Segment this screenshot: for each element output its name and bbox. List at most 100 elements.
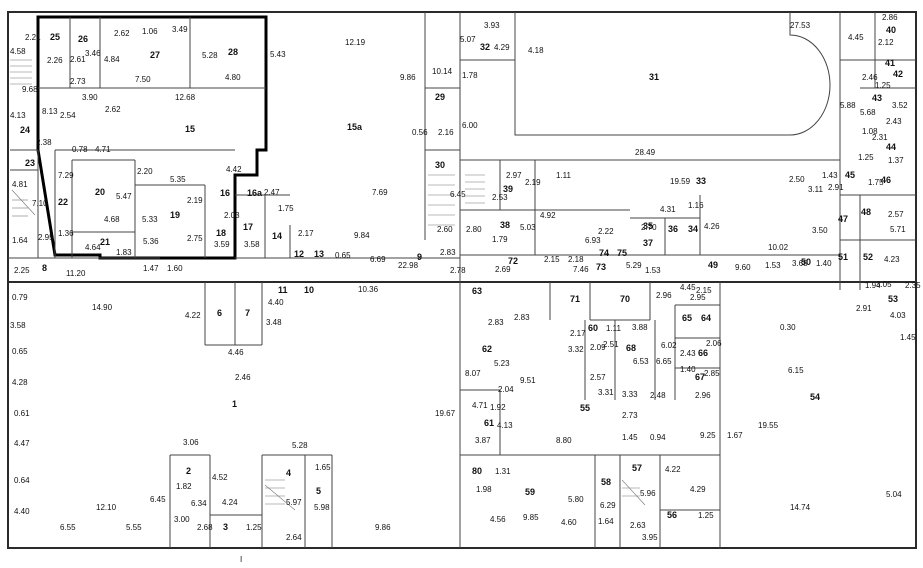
dimension-label: 1.40: [680, 365, 696, 374]
room-label-54: 54: [810, 392, 820, 402]
dimension-label: 4.52: [212, 473, 228, 482]
dimension-label: 1.65: [315, 463, 331, 472]
dimension-label: 1.43: [822, 171, 838, 180]
dimension-label: 4.81: [12, 180, 28, 189]
dimension-label: 2.75: [187, 234, 203, 243]
room-label-68: 68: [626, 343, 636, 353]
room-label-49: 49: [708, 260, 718, 270]
dimension-label: 1.16: [688, 201, 704, 210]
dimension-label: 2.70: [641, 223, 657, 232]
dimension-label: 2.47: [264, 188, 280, 197]
room-label-25: 25: [50, 32, 60, 42]
dimension-label: 2.25: [14, 266, 30, 275]
dimension-label: 2.51: [603, 340, 619, 349]
dimension-label: 4.45: [848, 33, 864, 42]
room-label-26: 26: [78, 34, 88, 44]
room-label-55: 55: [580, 403, 590, 413]
dimension-label: 1.67: [727, 431, 743, 440]
room-label-18: 18: [216, 228, 226, 238]
dimension-label: 3.93: [484, 21, 500, 30]
dimension-label: 3.46: [85, 49, 101, 58]
dimension-label: 6.45: [450, 190, 466, 199]
dimension-label: 5.33: [142, 215, 158, 224]
stairs-group: [10, 59, 646, 511]
room-label-62: 62: [482, 344, 492, 354]
dimension-label: 4.92: [540, 211, 556, 220]
dimension-label: 3.95: [642, 533, 658, 542]
dimension-label: 7.10: [32, 199, 48, 208]
dimension-label: 7.69: [372, 188, 388, 197]
dimension-label: 0.78: [72, 145, 88, 154]
dimension-label: 6.00: [462, 121, 478, 130]
room-labels: 25 26 27 28 15 15a 24 23 22 20 21 19 16 …: [20, 25, 903, 532]
dimension-label: 2.95: [38, 233, 54, 242]
dimension-label: 4.80: [225, 73, 241, 82]
dimension-label: 5.29: [626, 261, 642, 270]
dimension-label: 2.48: [650, 391, 666, 400]
room-label-52: 52: [863, 252, 873, 262]
outer-walls: [7, 11, 917, 549]
dimension-label: 10.14: [432, 67, 453, 76]
dimension-label: 5.97: [286, 498, 302, 507]
dimension-label: 8.13: [42, 107, 58, 116]
dimension-label: 3.06: [183, 438, 199, 447]
dimension-label: 2.50: [789, 175, 805, 184]
dimension-label: 2.31: [872, 133, 888, 142]
dimension-label: 4.28: [12, 378, 28, 387]
dimension-label: 4.13: [497, 421, 513, 430]
dimension-label: 4.46: [228, 348, 244, 357]
room-label-61: 61: [484, 418, 494, 428]
dimension-label: 6.15: [788, 366, 804, 375]
dimension-label: 2.63: [630, 521, 646, 530]
room-label-67: 67: [695, 372, 705, 382]
room-label-46: 46: [881, 175, 891, 185]
dimension-label: 2.18: [568, 255, 584, 264]
dimension-label: 28.49: [635, 148, 656, 157]
dimension-label: 2.61: [70, 55, 86, 64]
room-label-15a: 15a: [347, 122, 363, 132]
dimension-label: 4.45: [680, 283, 696, 292]
room-label-33: 33: [696, 176, 706, 186]
dimension-label: 3.32: [568, 345, 584, 354]
dimension-label: 2.16: [438, 128, 454, 137]
dimension-label: 9.84: [354, 231, 370, 240]
dimension-label: 5.71: [890, 225, 906, 234]
dimension-label: 2.83: [488, 318, 504, 327]
dimension-label: 3.65: [792, 259, 808, 268]
dimension-label: 1.45: [900, 333, 916, 342]
stair-30: [428, 174, 455, 226]
dimension-label: 2.96: [695, 391, 711, 400]
dimension-label: 27.53: [790, 21, 811, 30]
dimension-label: 4.26: [704, 222, 720, 231]
room-label-63: 63: [472, 286, 482, 296]
dimension-label: 1.36: [58, 229, 74, 238]
dimension-label: 0.56: [412, 128, 428, 137]
dimension-label: 2.68: [197, 523, 213, 532]
dimension-label: 14.90: [92, 303, 113, 312]
highlighted-zone-outline: [36, 15, 268, 260]
dimension-label: 1.78: [462, 71, 478, 80]
dimension-label: 1.37: [888, 156, 904, 165]
room-label-53: 53: [888, 294, 898, 304]
dimension-label: 3.59: [214, 240, 230, 249]
room-label-30: 30: [435, 160, 445, 170]
dimension-label: 4.40: [268, 298, 284, 307]
dimension-label: 1.75: [278, 204, 294, 213]
stair-top-left: [10, 59, 32, 85]
dimension-label: 1.31: [495, 467, 511, 476]
room-label-57: 57: [632, 463, 642, 473]
dimension-label: 5.68: [860, 108, 876, 117]
dimension-label: 3.05: [876, 280, 892, 289]
dimension-label: 1.82: [176, 482, 192, 491]
dimension-label: 2.96: [656, 291, 672, 300]
dimension-label: 6.55: [60, 523, 76, 532]
room-label-2: 2: [186, 466, 191, 476]
room-label-1: 1: [232, 399, 237, 409]
dimension-label: 2.62: [114, 29, 130, 38]
dimension-label: 1.53: [645, 266, 661, 275]
room-label-13: 13: [314, 249, 324, 259]
dimension-label: 3.11: [808, 185, 824, 194]
dimension-label: 1.25: [698, 511, 714, 520]
dimension-label: 2.46: [235, 373, 251, 382]
